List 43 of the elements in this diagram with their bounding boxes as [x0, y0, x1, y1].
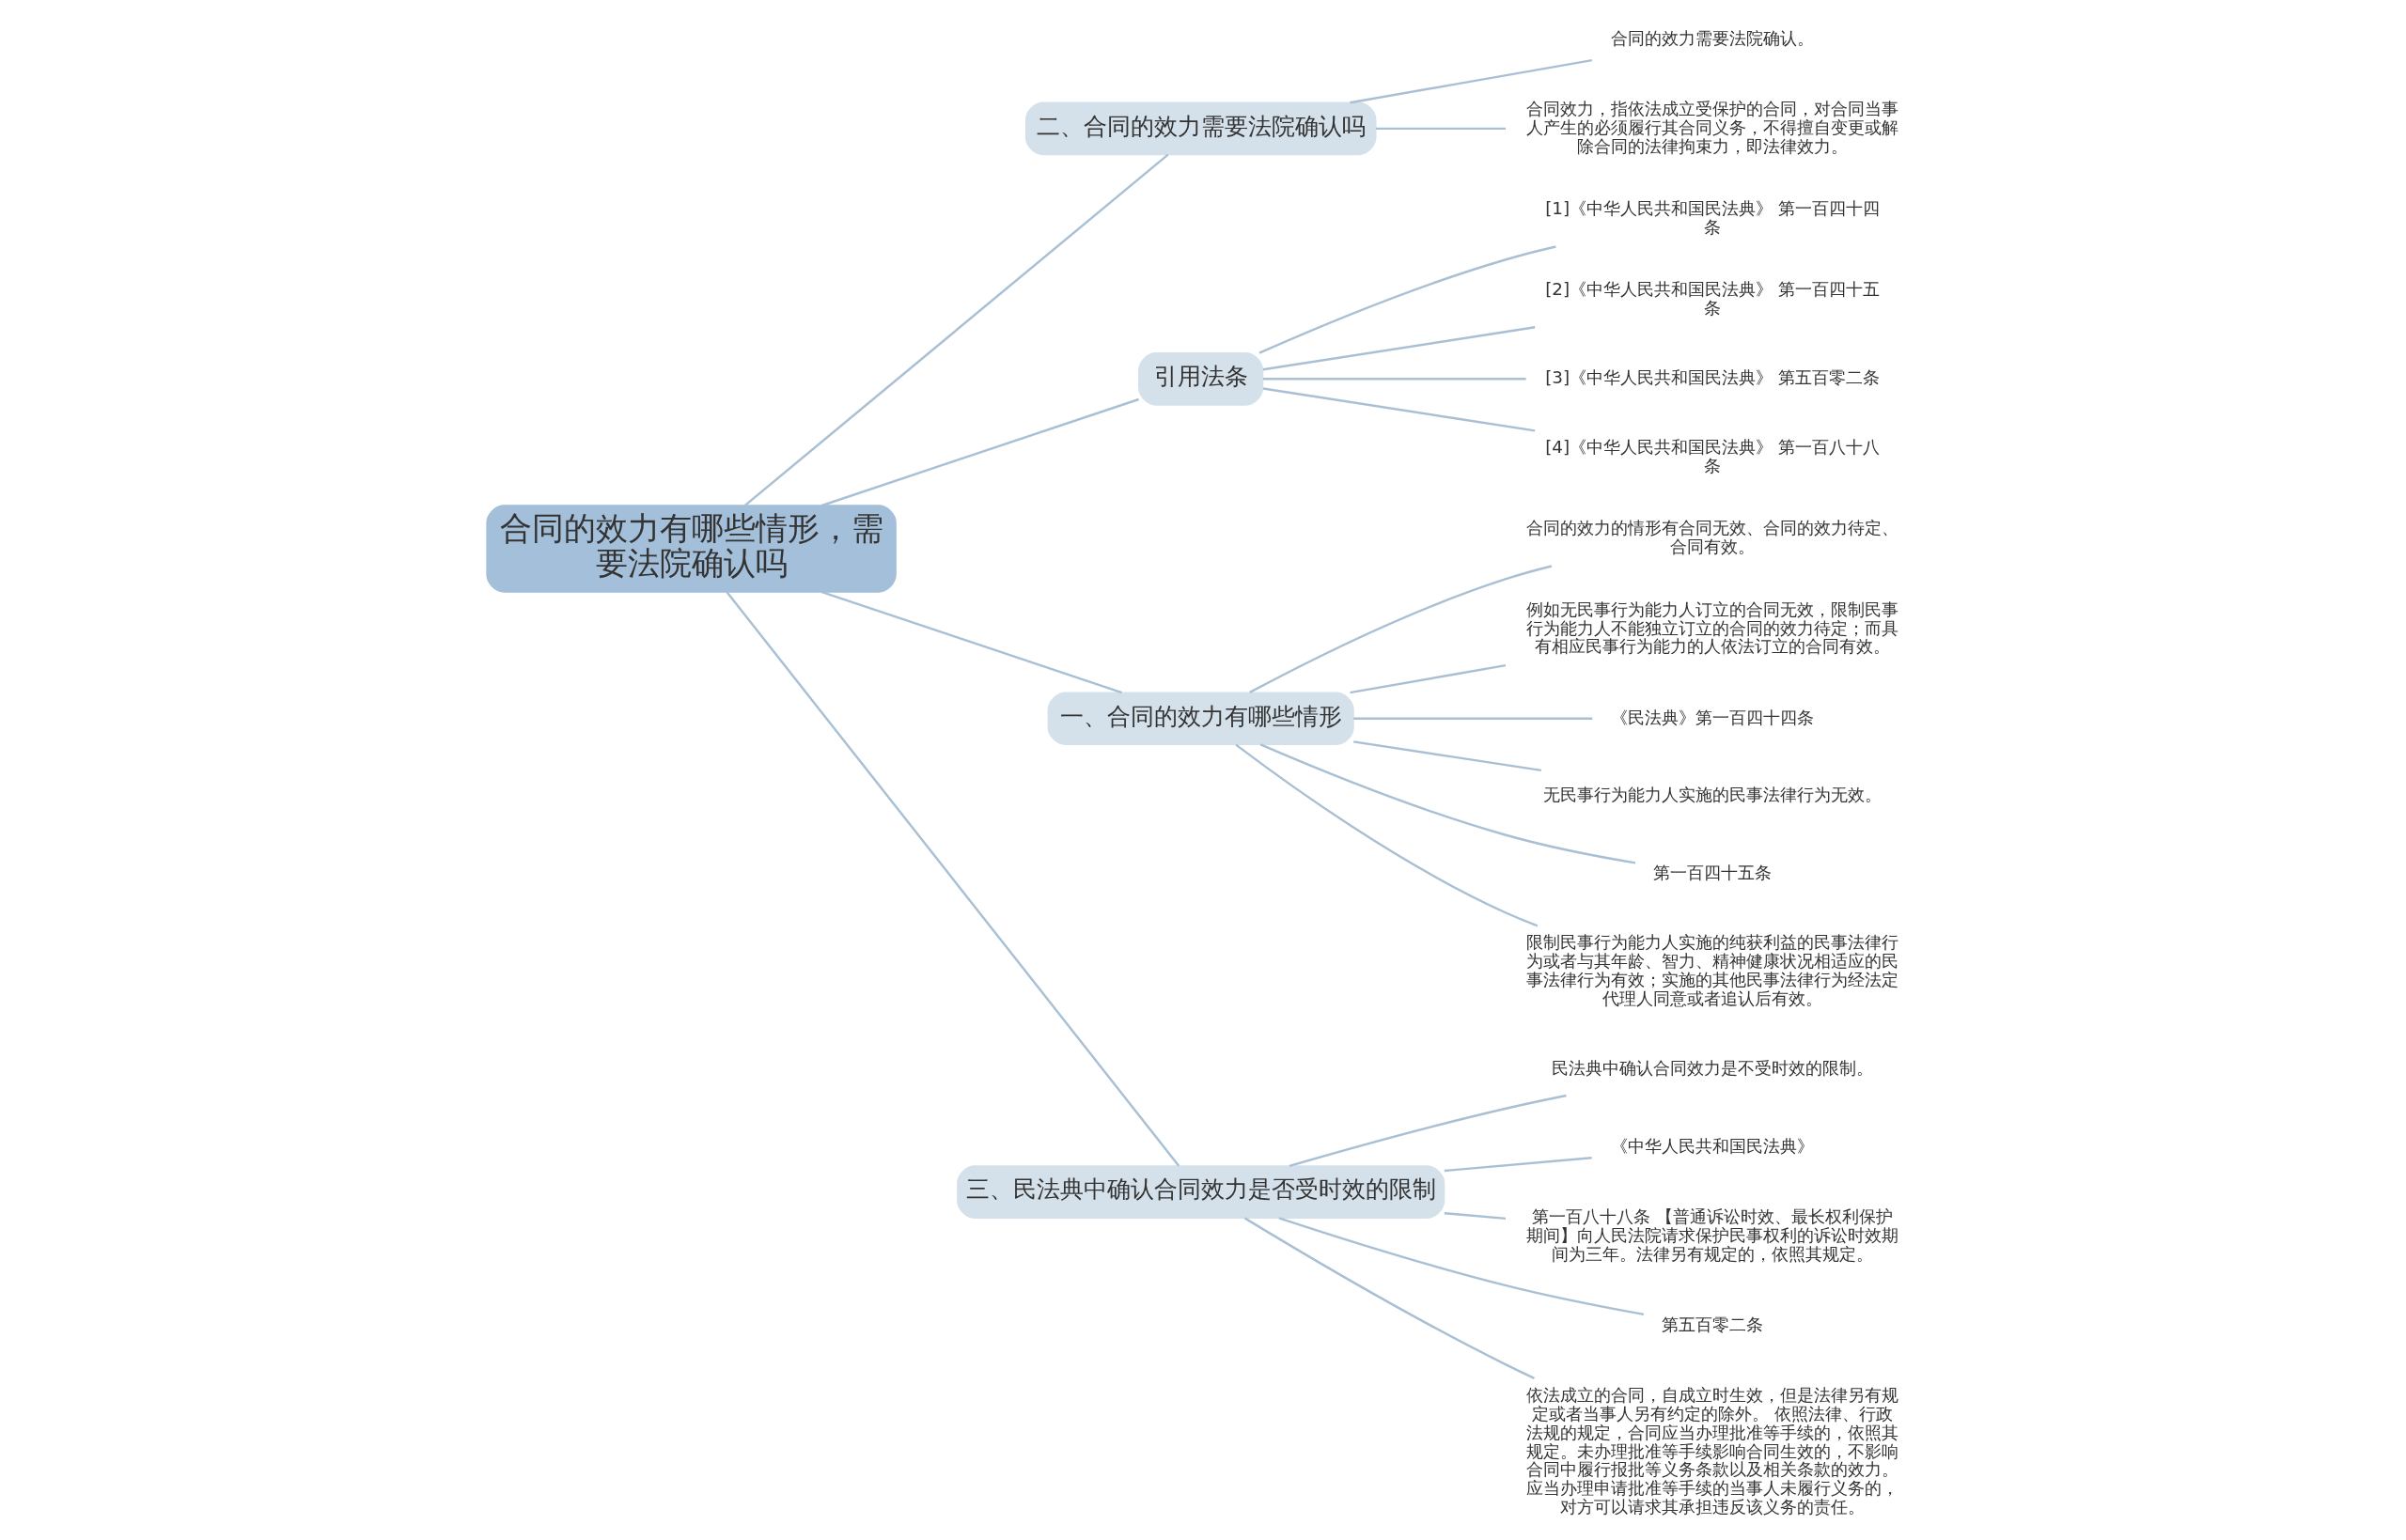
connector: [1376, 127, 1507, 131]
node-text: 合同的效力需要法院确认。: [1611, 27, 1815, 48]
connector: [1259, 743, 1636, 864]
node-text: 第五百零二条: [1662, 1314, 1764, 1334]
connector: [821, 590, 1122, 694]
connector: [744, 153, 1169, 506]
connector: [1353, 740, 1542, 772]
connector: [1262, 387, 1536, 432]
connector: [1289, 1094, 1567, 1168]
connector: [1444, 1157, 1592, 1173]
node-text: 依法成立的合同，自成立时生效，但是法律另有规定或者当事人另有约定的除外。 依照法律、行政法规的规定，合同应当办理批准等手续的，依照其规定。未办理批准等手续影响合同生效的，不影响合同中履行报批等义务条款以及相关条款的效力。应当办理申请批准等手续的当事人未履行义务的，对方可以请求其承担违反该义务的责任。: [1526, 1384, 1899, 1517]
connector: [1243, 1217, 1535, 1379]
node-text: [4]《中华人民共和国民法典》 第一百八十八条: [1545, 437, 1881, 476]
connector: [1262, 326, 1536, 371]
connector: [1350, 663, 1507, 694]
node-box: 一、合同的效力有哪些情形: [1047, 692, 1354, 746]
node-text: 无民事行为能力人实施的民事法律行为无效。: [1543, 785, 1883, 805]
node-text: 《中华人民共和国民法典》: [1611, 1135, 1815, 1156]
node-box: 二、合同的效力需要法院确认吗: [1024, 101, 1377, 156]
node-text: 合同效力，指依法成立受保护的合同，对合同当事人产生的必须履行其合同义务，不得擅自变更或解除合同的法律拘束力，即法律效力。: [1526, 98, 1899, 156]
node-text: 民法典中确认合同效力是不受时效的限制。: [1552, 1058, 1874, 1079]
connector: [1444, 1211, 1507, 1221]
node-text: 限制民事行为能力人实施的纯获利益的民事法律行为或者与其年龄、智力、精神健康状况相适应的民事法律行为有效；实施的其他民事法律行为经法定代理人同意或者追认后有效。: [1526, 932, 1899, 1008]
node-text: 第一百八十八条 【普通诉讼时效、最长权利保护期间】向人民法院请求保护民事权利的诉讼时效期间为三年。法律另有规定的，依照其规定。: [1526, 1206, 1899, 1264]
node-text: [2]《中华人民共和国民法典》 第一百四十五条: [1545, 278, 1881, 318]
node-text: 例如无民事行为能力人订立的合同无效，限制民事行为能力人不能独立订立的合同的效力待定；而具有相应民事行为能力的人依法订立的合同有效。: [1526, 599, 1899, 657]
connector: [1258, 245, 1556, 354]
connector: [821, 397, 1140, 507]
node-text: 《民法典》第一百四十四条: [1611, 707, 1815, 727]
connector: [1353, 717, 1593, 720]
node-text: [3]《中华人民共和国民法典》 第五百零二条: [1545, 367, 1881, 388]
node-text: 第一百四十五条: [1653, 862, 1773, 882]
connector: [1249, 565, 1553, 694]
node-text: [1]《中华人民共和国民法典》 第一百四十四条: [1545, 198, 1881, 238]
connector: [1350, 58, 1593, 104]
node-box: 引用法条: [1138, 352, 1264, 406]
node-box: 三、民法典中确认合同效力是否受时效的限制: [957, 1165, 1445, 1219]
node-box: 合同的效力有哪些情形，需要法院确认吗: [486, 505, 897, 593]
connector: [1235, 743, 1539, 927]
connector: [1263, 378, 1526, 381]
connector: [726, 591, 1180, 1167]
node-text: 合同的效力的情形有合同无效、合同的效力待定、合同有效。: [1526, 518, 1899, 557]
connector: [1278, 1217, 1645, 1316]
